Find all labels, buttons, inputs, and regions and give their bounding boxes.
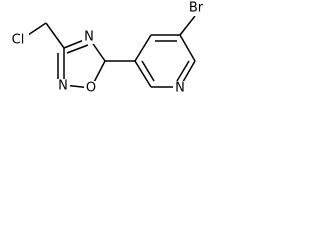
atom-n-pyridine: N <box>175 81 185 96</box>
bond-pyr-c2-c3-double <box>141 60 155 82</box>
atom-labels: Cl N N O N Br <box>7 1 207 96</box>
atom-o-ring: O <box>86 81 96 96</box>
atom-br: Br <box>189 1 204 16</box>
atom-n-ring-top: N <box>84 30 94 45</box>
bond-pyr-c2-c3 <box>134 60 152 88</box>
bond-pyr-c3-c4 <box>134 34 152 62</box>
chemical-structure: Cl N N O N Br <box>7 1 207 96</box>
atom-n-ring-bottom: N <box>58 79 68 94</box>
bond-ch2-c3 <box>45 22 65 49</box>
bond-pyr-c5-c6 <box>179 34 196 62</box>
bond-c3-n4-double <box>66 44 89 54</box>
bond-c5-br <box>179 15 196 36</box>
bond-pyr-c6-n1-double <box>176 60 190 82</box>
atom-cl: Cl <box>12 33 25 48</box>
bonds <box>21 15 196 89</box>
